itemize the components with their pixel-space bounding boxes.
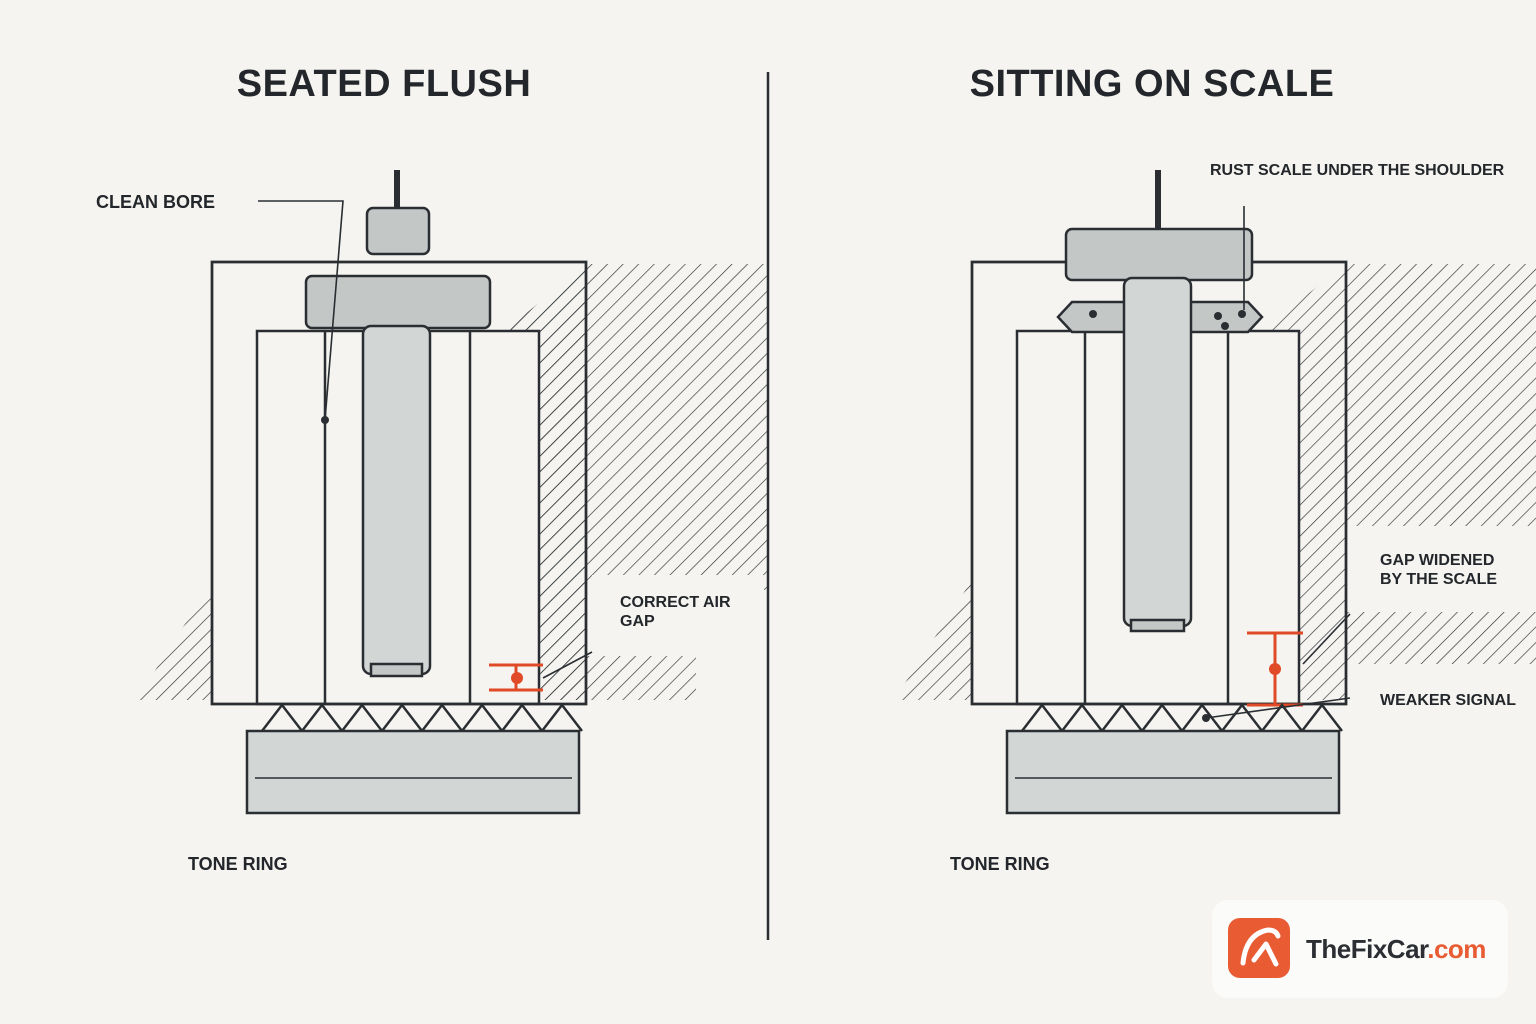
right-tone-ring-teeth <box>1021 702 1343 734</box>
left-tone-ring <box>245 729 581 815</box>
right-signal-label-bg <box>1352 666 1536 716</box>
tone-ring-tooth-profile <box>261 702 583 734</box>
tone-ring-tooth-profile <box>1021 702 1343 734</box>
right-label-tone-ring: TONE RING <box>950 854 1050 874</box>
right-title: SITTING ON SCALE <box>970 63 1335 105</box>
right-panel: SITTING ON SCALE RUST SCALE UNDER THE SH… <box>894 63 1536 874</box>
right-sensor-body <box>1122 276 1193 628</box>
left-air-gap-label-bg <box>592 575 764 653</box>
brand-badge[interactable]: TheFixCar.com <box>1212 900 1508 998</box>
right-label-rust: RUST SCALE UNDER THE SHOULDER <box>1210 162 1505 179</box>
left-tone-ring-teeth <box>261 702 583 734</box>
right-label-signal: WEAKER SIGNAL <box>1380 692 1516 709</box>
right-knuckle-hatch <box>894 264 1536 700</box>
brand-logo-tile <box>1228 918 1290 978</box>
left-connector <box>365 206 431 256</box>
left-label-air-gap-2: GAP <box>620 613 655 630</box>
left-air-gap-indicator <box>489 663 543 692</box>
left-sensor-body <box>361 324 432 676</box>
left-sensor-tip <box>369 662 424 678</box>
right-sensor-tip <box>1129 618 1186 633</box>
left-panel: SEATED FLUSH CLEAN BORE <box>96 63 768 874</box>
left-title: SEATED FLUSH <box>237 63 532 105</box>
left-label-tone-ring: TONE RING <box>188 854 288 874</box>
brand-name-suffix: .com <box>1427 934 1486 964</box>
right-sensor-flange <box>1064 227 1254 282</box>
brand-name[interactable]: TheFixCar.com <box>1306 934 1486 964</box>
left-clean-bore-dot <box>321 416 329 424</box>
brand-name-main: TheFixCar <box>1306 934 1429 964</box>
left-label-air-gap-1: CORRECT AIR <box>620 594 731 611</box>
wrench-gauge-logo-icon <box>1240 927 1281 967</box>
right-label-gap-2: BY THE SCALE <box>1380 571 1497 588</box>
right-tone-ring <box>1005 729 1341 815</box>
left-label-clean-bore: CLEAN BORE <box>96 192 215 212</box>
right-gap-label-bg <box>1356 526 1526 610</box>
right-label-gap-1: GAP WIDENED <box>1380 552 1494 569</box>
right-gap-indicator <box>1247 631 1303 707</box>
